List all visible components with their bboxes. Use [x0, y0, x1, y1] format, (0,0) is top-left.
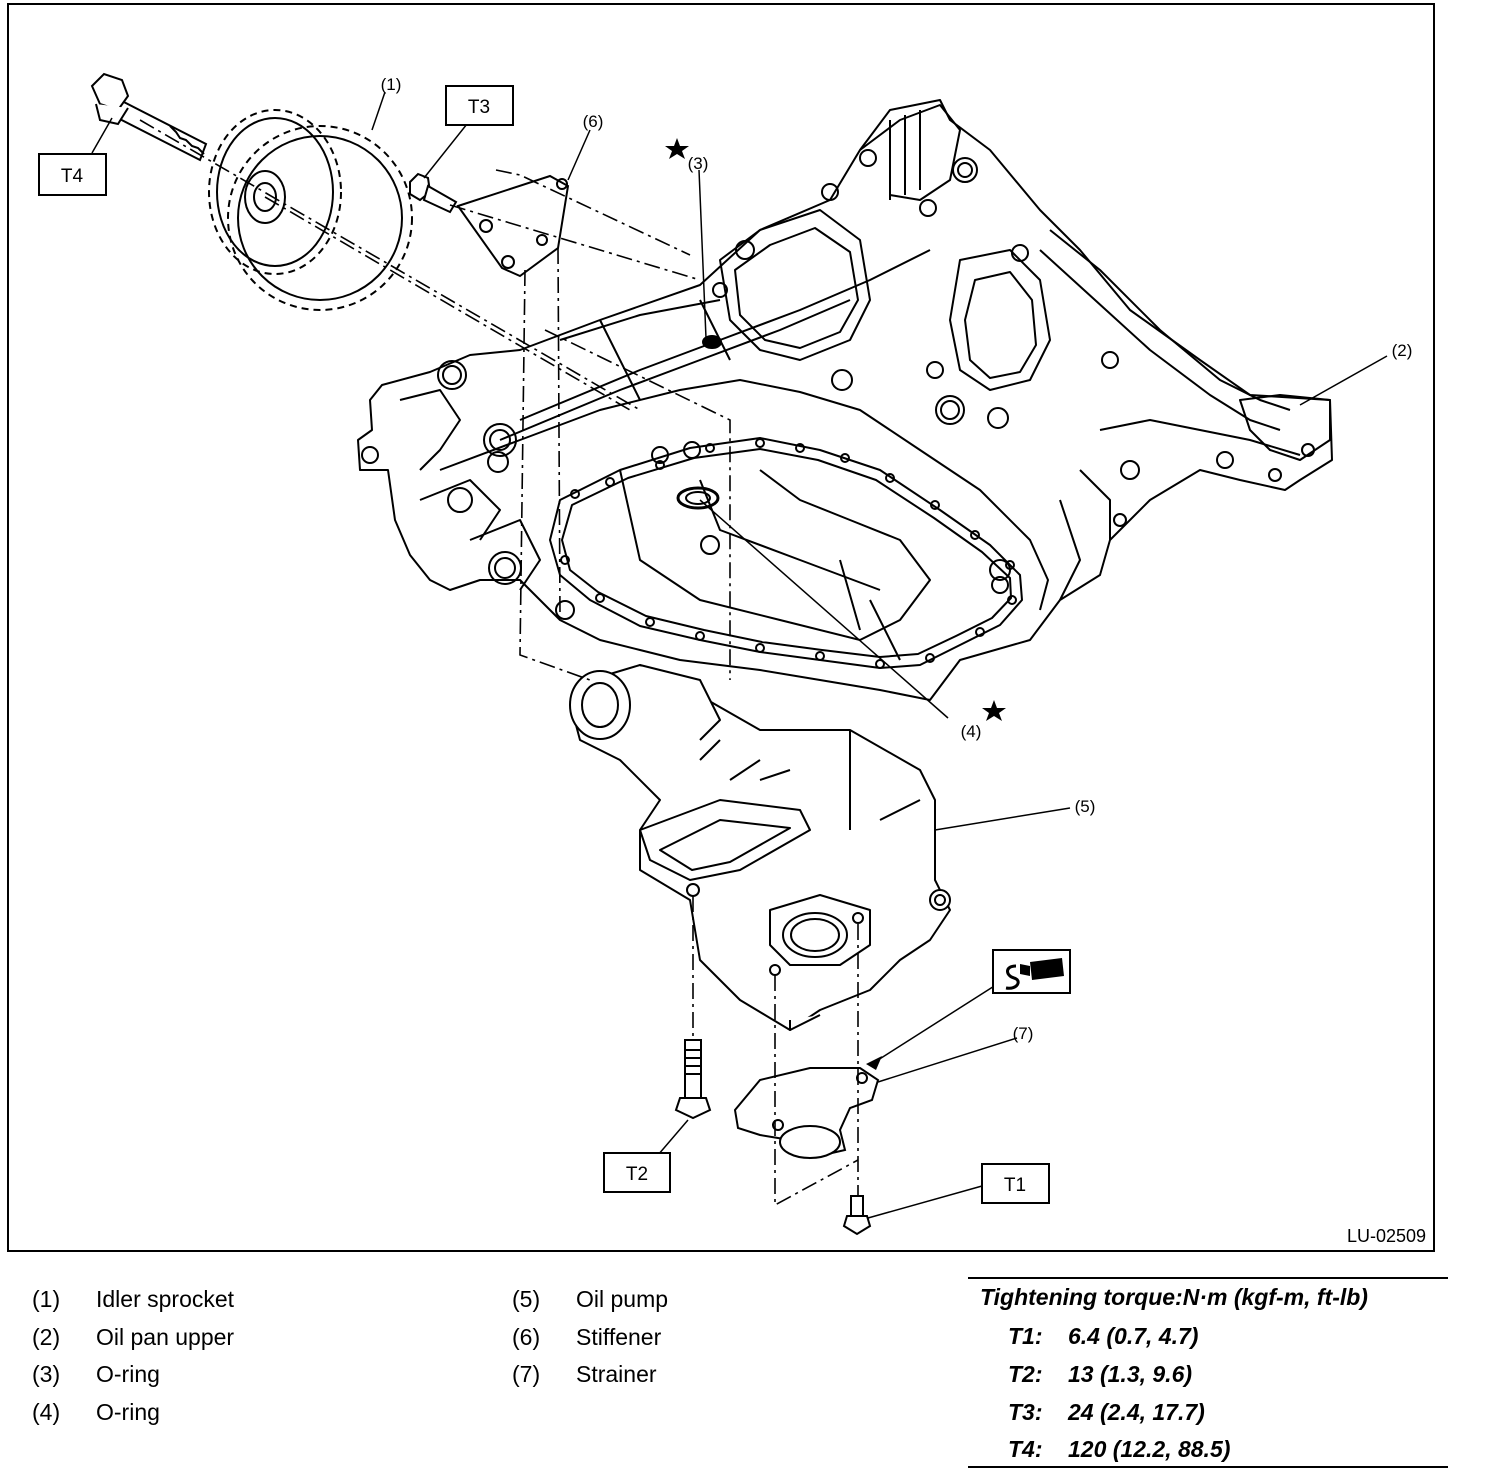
star-icon [982, 700, 1006, 721]
legend-number: (7) [512, 1361, 541, 1387]
legend-name: O-ring [96, 1399, 160, 1425]
sealant-tube-icon [992, 949, 1071, 994]
star-icon [665, 138, 689, 159]
callout-labels: (1) (2) (3) (4) (5) (6) (7) [381, 75, 1413, 1043]
t4-bolt-drawing [90, 72, 208, 162]
t1-label: T1 [1004, 1175, 1026, 1196]
strainer-drawing [733, 1067, 880, 1160]
t4-label-box [38, 153, 107, 196]
t3-label: T3 [468, 97, 490, 118]
t2-label: T2 [626, 1164, 648, 1185]
callout-1: (1) [381, 75, 402, 94]
legend-number: (3) [32, 1361, 61, 1387]
legend-number: (5) [512, 1286, 541, 1312]
t1-bolt-drawing [842, 1195, 872, 1236]
idler-sprocket-front-gear [208, 109, 342, 275]
t2-bolt-drawing [674, 1039, 712, 1120]
legend-name: Stiffener [576, 1324, 662, 1350]
torque-top-rule [968, 1277, 1448, 1279]
oil-pump-drawing [569, 664, 951, 1031]
legend-number: (6) [512, 1324, 541, 1350]
torque-bottom-rule [968, 1466, 1448, 1468]
legend-name: Oil pump [576, 1286, 669, 1312]
callout-3: (3) [688, 154, 709, 173]
leader-lines [91, 91, 1388, 1219]
figure-frame [7, 3, 1435, 1252]
callout-5: (5) [1075, 797, 1096, 816]
legend-name: Idler sprocket [96, 1286, 235, 1312]
torque-value: 120 (12.2, 88.5) [1068, 1436, 1231, 1462]
legend-name: Oil pan upper [96, 1324, 235, 1350]
idler-sprocket-rear-gear [227, 125, 413, 311]
torque-table: Tightening torque:N·m (kgf-m, ft-lb) T1:… [968, 1277, 1448, 1468]
torque-title: Tightening torque:N·m (kgf-m, ft-lb) [980, 1284, 1368, 1310]
legend-number: (4) [32, 1399, 61, 1425]
stiffener-drawing [456, 174, 570, 278]
legend-number: (2) [32, 1324, 61, 1350]
torque-value: 13 (1.3, 9.6) [1068, 1361, 1193, 1387]
oil-pan-upper-drawing [357, 99, 1333, 701]
exploded-view-diagram: (1) (2) (3) (4) (5) (6) (7) T4 T3 T2 T1 … [7, 3, 1435, 1252]
legend-name: Strainer [576, 1361, 657, 1387]
sealant-arrowhead [866, 1056, 882, 1070]
legend-number: (1) [32, 1286, 61, 1312]
torque-key: T1: [1008, 1323, 1043, 1349]
callout-6: (6) [583, 112, 604, 131]
t3-bolt-drawing [409, 172, 458, 214]
torque-key: T3: [1008, 1399, 1043, 1425]
torque-value: 6.4 (0.7, 4.7) [1068, 1323, 1199, 1349]
t2-label-box [603, 1152, 671, 1193]
t4-label: T4 [61, 166, 84, 187]
t1-label-box [981, 1163, 1050, 1204]
callout-7: (7) [1013, 1024, 1034, 1043]
callout-2: (2) [1392, 341, 1413, 360]
callout-4: (4) [961, 722, 982, 741]
figure-id: LU-02509 [1347, 1226, 1426, 1246]
torque-key: T4: [1008, 1436, 1043, 1462]
idler-sprocket-drawing [208, 109, 413, 311]
assembly-guide-lines [139, 119, 859, 1207]
torque-value: 24 (2.4, 17.7) [1068, 1399, 1205, 1425]
t3-label-box [445, 85, 514, 126]
torque-key: T2: [1008, 1361, 1043, 1387]
torque-label-boxes: T4 T3 T2 T1 [38, 85, 1050, 1204]
legend-name: O-ring [96, 1361, 160, 1387]
